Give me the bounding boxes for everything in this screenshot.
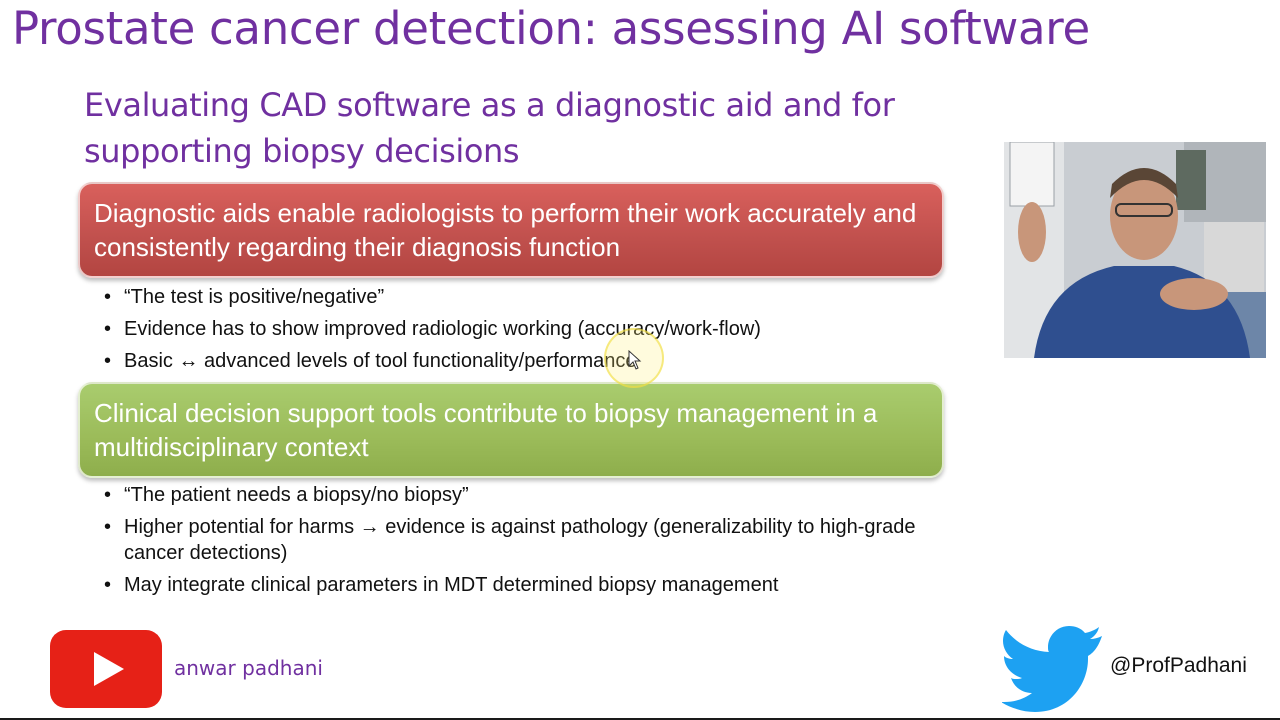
slide-title: Prostate cancer detection: assessing AI … (12, 2, 1090, 55)
webcam-video-feed (1004, 142, 1266, 358)
list-item: “The patient needs a biopsy/no biopsy” (104, 482, 944, 508)
diagnostic-aids-box: Diagnostic aids enable radiologists to p… (78, 182, 944, 278)
clinical-bullet-list: “The patient needs a biopsy/no biopsy” H… (104, 482, 944, 604)
diagnostic-bullet-list: “The test is positive/negative” Evidence… (104, 284, 944, 380)
list-item: Basic ↔ advanced levels of tool function… (104, 348, 944, 374)
list-item: “The test is positive/negative” (104, 284, 944, 310)
youtube-logo-icon (50, 630, 162, 708)
slide-subtitle: Evaluating CAD software as a diagnostic … (84, 86, 895, 170)
clinical-decision-box: Clinical decision support tools contribu… (78, 382, 944, 478)
list-item: Higher potential for harms → evidence is… (104, 514, 944, 566)
bottom-border (0, 718, 1280, 720)
twitter-handle: @ProfPadhani (1110, 654, 1247, 677)
cursor-highlight (604, 328, 664, 388)
list-item: Evidence has to show improved radiologic… (104, 316, 944, 342)
youtube-channel-name: anwar padhani (174, 656, 323, 680)
twitter-bird-icon (1002, 626, 1102, 712)
cursor-arrow-icon (628, 350, 642, 370)
list-item: May integrate clinical parameters in MDT… (104, 572, 944, 598)
